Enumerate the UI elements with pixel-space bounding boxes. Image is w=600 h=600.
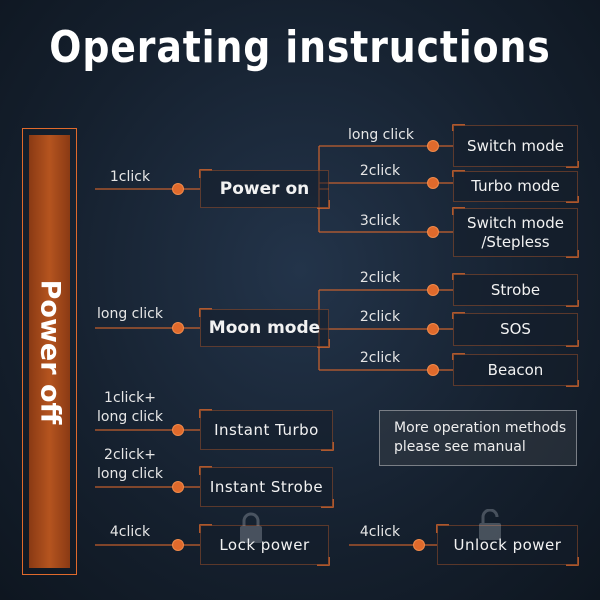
lock-open-icon	[479, 509, 501, 540]
node-switch-mode-stepless: Switch mode /Stepless	[453, 208, 578, 257]
node-switch-mode: Switch mode	[453, 125, 578, 167]
edge-label-2click-strobe: 2click	[359, 270, 401, 286]
node-unlock-power: Unlock power	[437, 525, 578, 565]
edge-label-1click: 1click	[109, 169, 151, 185]
edge-label-4click-unlock: 4click	[359, 524, 401, 540]
node-sos: SOS	[453, 313, 578, 346]
node-strobe: Strobe	[453, 274, 578, 306]
node-power-on: Power on	[200, 170, 329, 208]
edge-label-3click-stepless: 3click	[359, 213, 401, 229]
manual-note-line2: please see manual	[394, 439, 526, 455]
edge-label-1click-plus: 1click+	[104, 390, 156, 406]
edge-label-long-click-switch: long click	[348, 127, 414, 143]
manual-note: More operation methods please see manual	[379, 410, 577, 466]
edge-label-long-click: long click	[97, 306, 163, 322]
power-off-label: Power off	[34, 279, 65, 424]
manual-note-line1: More operation methods	[394, 420, 567, 436]
edge-label-2click-plus: 2click+	[104, 447, 156, 463]
node-switch-mode-stepless-line2: /Stepless	[481, 232, 550, 251]
node-lock-power: Lock power	[200, 525, 329, 565]
edge-label-2click-sos: 2click	[359, 309, 401, 325]
edge-label-4click-lock: 4click	[109, 524, 151, 540]
node-instant-turbo: Instant Turbo	[200, 410, 333, 450]
edge-label-2click-beacon: 2click	[359, 350, 401, 366]
lock-closed-icon	[240, 512, 262, 543]
edge-label-2click-turbo: 2click	[359, 163, 401, 179]
node-beacon: Beacon	[453, 354, 578, 386]
power-off-bar: Power off	[22, 128, 77, 575]
edge-label-1click-long-click: long click	[97, 409, 163, 425]
node-instant-strobe: Instant Strobe	[200, 467, 333, 507]
node-switch-mode-stepless-line1: Switch mode	[467, 213, 564, 232]
node-moon-mode: Moon mode	[200, 309, 329, 347]
page-title: Operating instructions	[49, 22, 551, 73]
node-turbo-mode: Turbo mode	[453, 171, 578, 202]
power-off-bar-fill: Power off	[29, 135, 70, 568]
edge-label-2click-long-click: long click	[97, 466, 163, 482]
